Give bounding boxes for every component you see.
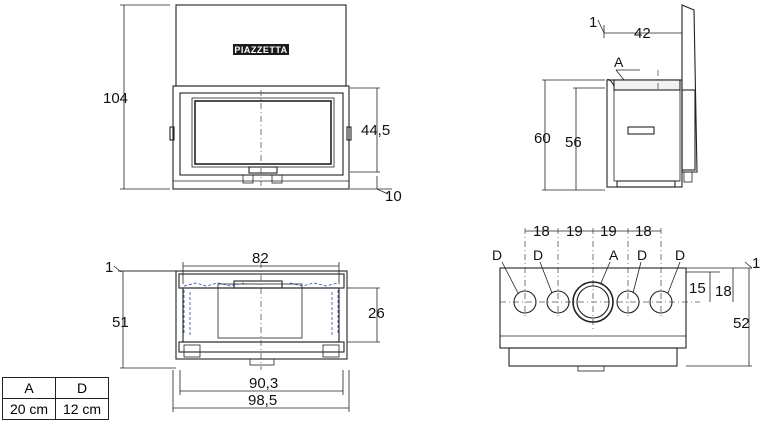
dim-top-spacing-2: 19 [566, 223, 583, 240]
legend-value-a: 20 cm [2, 398, 56, 420]
dim-side-56: 56 [565, 134, 582, 151]
brand-text: PIAZZETTA [234, 45, 287, 55]
dim-top-1: 1 [752, 255, 760, 272]
dim-top-spacing-3: 19 [600, 223, 617, 240]
legend-header-d: D [55, 377, 109, 399]
label-top-a: A [609, 247, 619, 263]
side-view: 1 42 A 60 56 [534, 4, 698, 191]
dim-front-104: 104 [103, 90, 128, 107]
dim-plan-51: 51 [112, 314, 129, 331]
brand-plate [233, 44, 289, 55]
dim-plan-26: 26 [368, 305, 385, 322]
top-view: 18 19 19 18 D D A D D 15 18 52 1 [492, 223, 760, 372]
dim-front-44-5: 44,5 [361, 122, 390, 139]
label-top-d2: D [533, 247, 543, 263]
dim-top-18: 18 [715, 283, 732, 300]
legend-header-a: A [2, 377, 56, 399]
label-top-d1: D [492, 247, 502, 263]
front-view: PIAZZETTA 104 44,5 10 [103, 4, 402, 205]
dim-top-15: 15 [689, 280, 706, 297]
dim-front-10: 10 [385, 188, 402, 205]
plan-view: 1 82 51 26 90,3 98,5 [105, 250, 385, 412]
dim-side-1: 1 [589, 14, 597, 31]
dim-top-spacing-4: 18 [635, 223, 652, 240]
dim-top-spacing-1: 18 [533, 223, 550, 240]
dim-plan-82: 82 [252, 250, 269, 267]
dim-plan-98-5: 98,5 [248, 392, 277, 409]
label-top-d3: D [637, 247, 647, 263]
dim-top-52: 52 [733, 315, 750, 332]
legend-table: A D 20 cm 12 cm [2, 377, 109, 420]
label-side-a: A [614, 54, 624, 70]
label-top-d4: D [675, 247, 685, 263]
dim-side-60: 60 [534, 130, 551, 147]
dim-side-42: 42 [634, 25, 651, 42]
legend-value-row: 20 cm 12 cm [2, 398, 109, 420]
dim-plan-90-3: 90,3 [249, 375, 278, 392]
legend-header-row: A D [2, 377, 109, 399]
legend-value-d: 12 cm [55, 398, 109, 420]
dim-plan-1: 1 [105, 259, 113, 276]
